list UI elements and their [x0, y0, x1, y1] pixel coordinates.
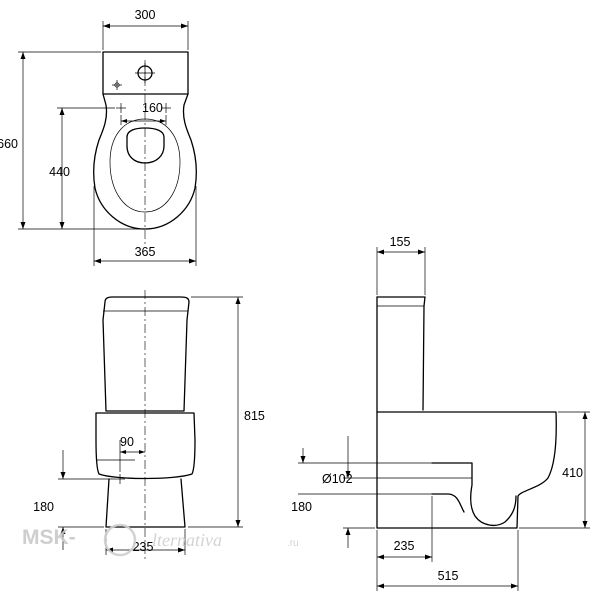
top-depth-total-label: 660	[0, 137, 18, 151]
top-view-tank	[102, 51, 189, 95]
side-bowl-height-label: 410	[562, 466, 583, 480]
front-outlet-height-label: 180	[33, 500, 54, 514]
outlet-mark-icon	[115, 474, 125, 484]
side-view-tank	[376, 296, 426, 411]
front-view-tank	[102, 296, 190, 412]
watermark-script: lternativa	[152, 530, 222, 550]
top-view-rim	[109, 118, 181, 213]
top-fixing-label: 160	[142, 101, 163, 115]
top-width-label: 300	[135, 8, 156, 22]
watermark-suffix: .ru	[287, 538, 299, 549]
side-view-outlet-pipe	[431, 462, 517, 527]
side-base-width-label: 235	[394, 539, 415, 553]
watermark: MSK- lternativa .ru	[22, 523, 299, 557]
watermark-brand: MSK-	[22, 526, 76, 549]
top-view-water-area	[126, 127, 165, 164]
side-view: 155 Ø102 180 410 235 515	[291, 235, 590, 591]
flush-button-icon	[135, 63, 155, 83]
side-outlet-diameter-label: Ø102	[322, 472, 353, 486]
tank-fixing-mark-icon	[112, 80, 122, 90]
front-view: 815 90 180 235	[33, 290, 265, 560]
left-fixing-hole-icon	[116, 103, 126, 113]
front-height-label: 815	[244, 409, 265, 423]
front-base-width-label: 235	[133, 540, 154, 554]
watermark-logo-icon	[103, 523, 137, 557]
top-view: 300 160 660 440 365	[0, 8, 198, 266]
top-bowl-width-label: 365	[135, 245, 156, 259]
side-view-bowl	[376, 411, 557, 529]
top-view-bowl	[92, 93, 198, 230]
front-view-pedestal	[105, 478, 186, 528]
front-offset-label: 90	[120, 435, 134, 449]
side-tank-depth-label: 155	[390, 235, 411, 249]
side-outlet-height-label: 180	[291, 500, 312, 514]
right-fixing-hole-icon	[161, 103, 171, 113]
side-total-depth-label: 515	[438, 569, 459, 583]
front-view-bowl	[95, 412, 196, 480]
top-depth-bowl-label: 440	[49, 165, 70, 179]
